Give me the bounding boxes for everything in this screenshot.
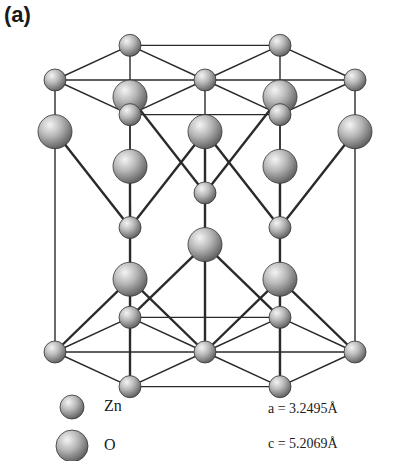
bond-line [55,317,130,352]
o-atom [338,115,372,149]
bond-line [205,45,280,80]
zn-atom [44,341,66,363]
o-atom [188,228,222,262]
bond-line [205,317,280,352]
zn-atom [269,376,291,398]
zn-atom [344,341,366,363]
zn-atom [119,104,141,126]
bond-line [130,45,205,80]
bond-line [130,317,205,352]
o-legend-sample [56,430,88,461]
zn-legend-sample [60,395,84,419]
zn-atom [44,69,66,91]
o-atom [263,262,297,296]
bond-line [55,45,130,80]
legend-label: O [104,436,116,454]
bond-line [280,352,355,387]
panel-label: (a) [4,2,31,28]
zn-atom [269,306,291,328]
legend-label: Zn [104,397,122,415]
zn-atom [344,69,366,91]
zn-atom [119,34,141,56]
o-atom [113,262,147,296]
zn-atom [269,104,291,126]
zn-atom [119,306,141,328]
o-atom [263,149,297,183]
lattice-constant: c = 5.2069Å [268,436,338,452]
o-atom [113,149,147,183]
o-atom [188,115,222,149]
zn-atom [119,217,141,239]
zn-atom [269,34,291,56]
zn-atom [194,69,216,91]
bond-line [280,317,355,352]
bond-line [130,352,205,387]
bond-line [130,386,280,387]
bond-line [55,352,130,387]
bond-line [205,352,280,387]
lattice-constant: a = 3.2495Å [268,401,338,417]
zn-atom [194,341,216,363]
zn-atom [269,217,291,239]
zn-atom [194,182,216,204]
bond-line [130,45,280,46]
zn-atom [119,376,141,398]
o-atom [38,115,72,149]
bond-line [280,45,355,80]
